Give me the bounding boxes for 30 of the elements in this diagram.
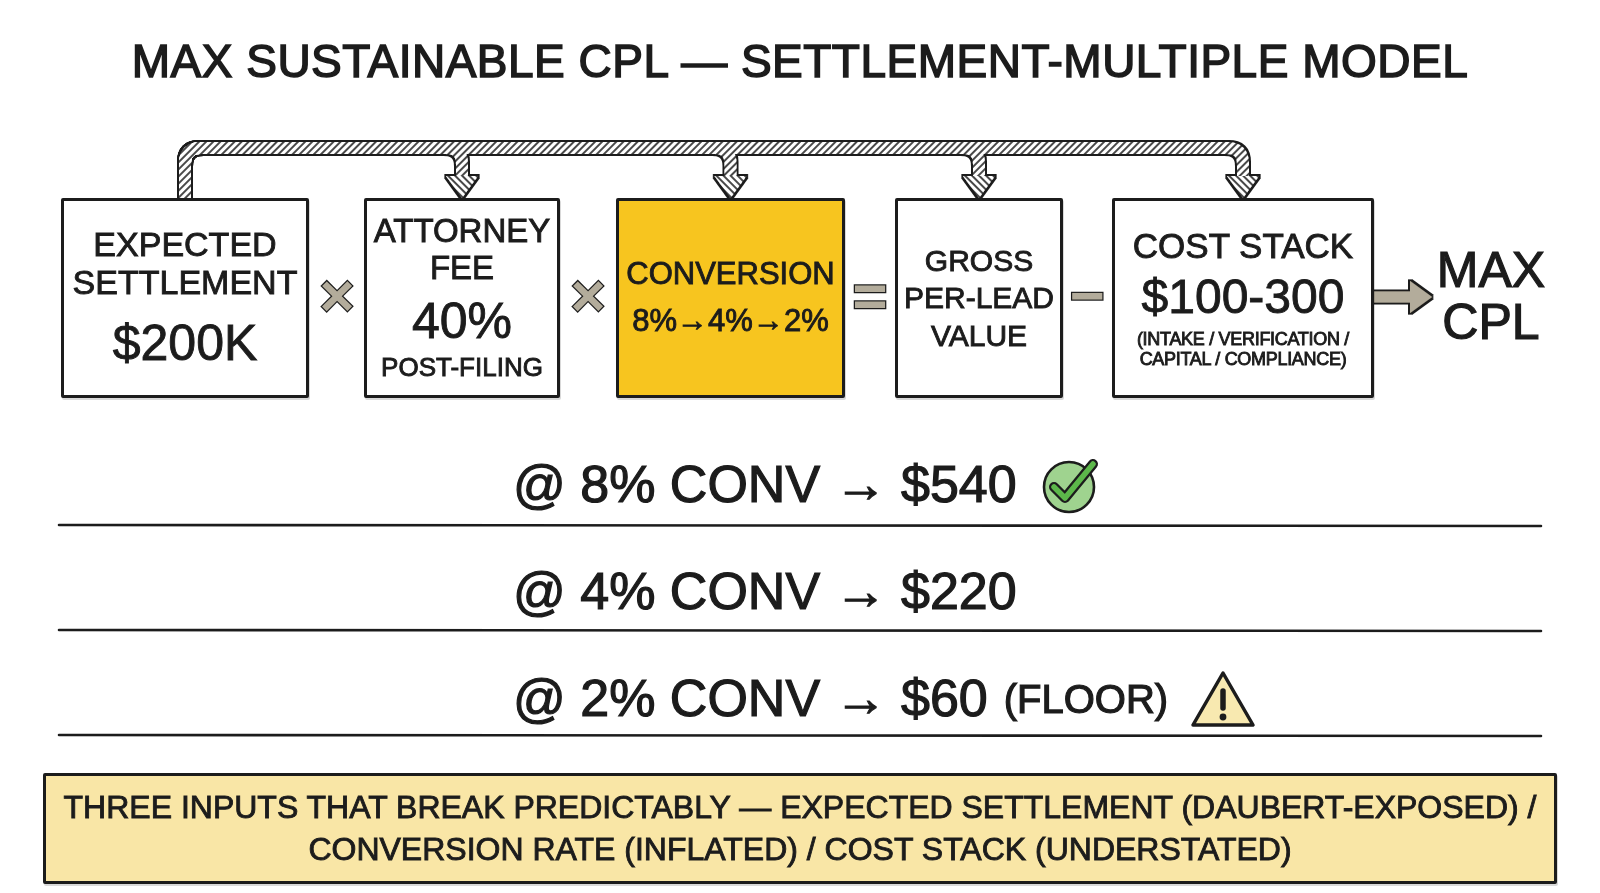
process-box xyxy=(61,198,309,398)
box-value: $200K xyxy=(112,315,258,372)
process-box xyxy=(364,198,560,398)
box-value: $100-300 xyxy=(1141,269,1345,324)
operator-sign: − xyxy=(1069,272,1105,320)
box-title: GROSS PER-LEAD VALUE xyxy=(902,242,1055,354)
result-label: MAX CPL xyxy=(1432,240,1550,352)
box-title: EXPECTED SETTLEMENT xyxy=(71,224,299,302)
box-note: POST-FILING xyxy=(381,353,543,383)
box-value: 40% xyxy=(411,293,513,350)
box-title: CONVERSION xyxy=(626,257,835,292)
box-note: (INTAKE / VERIFICATION / CAPITAL / COMPLIANCE) xyxy=(1135,329,1351,370)
operator-sign: = xyxy=(852,272,888,320)
box-title: ATTORNEY FEE xyxy=(372,213,552,288)
result-text: @ 4% CONV → $220 xyxy=(513,563,1017,621)
result-text: @ 8% CONV → $540 xyxy=(513,456,1017,514)
note-text: (FLOOR) xyxy=(1003,677,1169,721)
note-banner xyxy=(43,773,1557,884)
process-box xyxy=(895,198,1063,398)
banner-text: THREE INPUTS THAT BREAK PREDICTABLY — EXPECTED SETTLEMENT (DAUBERT-EXPOSED) / CONVERSION RATE (INFLATED) / COST STACK (UNDERSTATED) xyxy=(62,787,1538,869)
result-text: @ 2% CONV → $60 xyxy=(513,670,988,728)
process-box xyxy=(1112,198,1374,398)
process-box xyxy=(616,198,845,398)
box-title: COST STACK xyxy=(1132,226,1354,266)
title: MAX SUSTAINABLE CPL — SETTLEMENT-MULTIPLE MODEL xyxy=(130,34,1470,88)
operator-sign: × xyxy=(570,272,606,320)
block-arrow xyxy=(1374,281,1432,313)
box-value: 8%→4%→2% xyxy=(632,304,829,339)
operator-sign: × xyxy=(319,272,355,320)
arrow xyxy=(179,142,1259,198)
